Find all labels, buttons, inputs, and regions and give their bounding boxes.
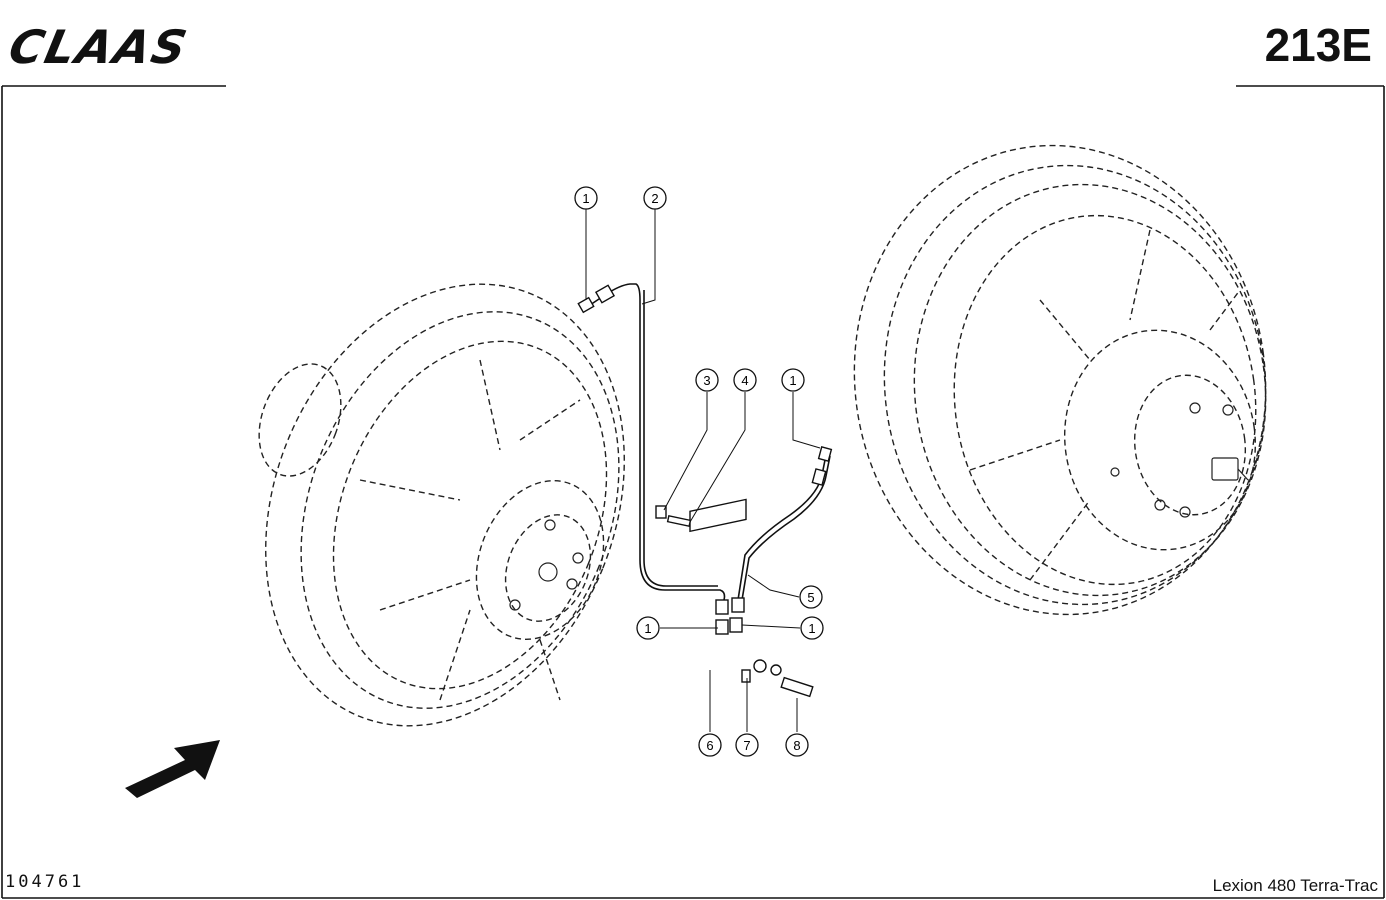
svg-text:1: 1 (582, 191, 589, 206)
model-name: Lexion 480 Terra-Trac (1212, 876, 1378, 895)
right-wheel (853, 144, 1267, 616)
callout-1c: 1 (636, 616, 660, 640)
callout-1b: 1 (781, 368, 805, 392)
leader-lines (585, 209, 821, 732)
callout-6: 6 (698, 733, 722, 757)
callout-7: 7 (735, 733, 759, 757)
callout-5: 5 (799, 585, 823, 609)
svg-text:1: 1 (789, 373, 796, 388)
right-hub (1110, 402, 1249, 518)
svg-text:1: 1 (808, 621, 815, 636)
direction-arrow-icon (125, 740, 220, 798)
callout-1d: 1 (800, 616, 824, 640)
drawing-number: 104761 (5, 872, 85, 892)
callout-8: 8 (785, 733, 809, 757)
claas-logo: CLAAS (4, 20, 194, 74)
pipe-fittings (577, 284, 833, 698)
svg-text:4: 4 (741, 373, 748, 388)
callout-2: 2 (643, 186, 667, 210)
left-wheel (258, 283, 625, 727)
page-frame (1, 85, 1385, 899)
svg-text:2: 2 (651, 191, 658, 206)
svg-text:3: 3 (703, 373, 710, 388)
svg-text:5: 5 (807, 590, 814, 605)
callout-4: 4 (733, 368, 757, 392)
svg-text:8: 8 (793, 738, 800, 753)
left-hub-bolts (509, 519, 584, 611)
callout-1a: 1 (574, 186, 598, 210)
svg-text:7: 7 (743, 738, 750, 753)
page-code: 213E (1264, 19, 1372, 71)
svg-text:6: 6 (706, 738, 713, 753)
callout-3: 3 (695, 368, 719, 392)
brake-pipes (589, 283, 831, 601)
svg-text:1: 1 (644, 621, 651, 636)
